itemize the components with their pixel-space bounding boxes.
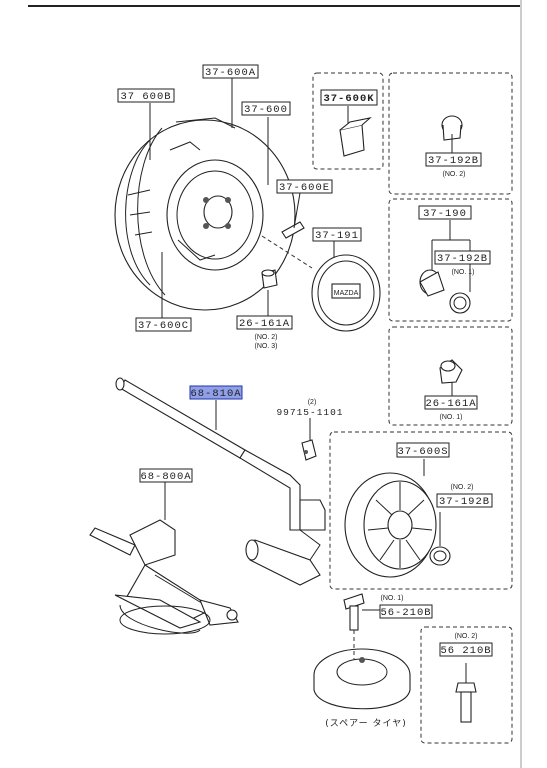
part-label-56-210B-no2: (NO. 2) 56 210B	[439, 633, 493, 657]
svg-text:37-600K: 37-600K	[323, 93, 374, 105]
alloy-wheel	[344, 472, 437, 578]
svg-text:(2): (2)	[308, 399, 317, 406]
svg-text:37-600: 37-600	[244, 104, 288, 116]
svg-text:(NO. 2): (NO. 2)	[255, 334, 278, 341]
option-box-37190	[388, 198, 513, 322]
lug-nut-no1	[439, 359, 463, 384]
part-label-68-810A-highlighted: 68-810A	[189, 385, 243, 400]
svg-text:37-600C: 37-600C	[138, 320, 189, 332]
hold-down-bolt-no2	[455, 682, 477, 723]
part-label-37-192B-no2: 37-192B (NO. 2)	[425, 152, 482, 178]
svg-text:(NO. 1): (NO. 1)	[381, 595, 404, 602]
wing-bolt	[301, 439, 317, 461]
svg-text:37 600B: 37 600B	[120, 91, 171, 103]
spare-tire-base	[313, 648, 411, 710]
svg-text:99715-1101: 99715-1101	[276, 407, 343, 418]
scissor-jack	[89, 519, 239, 635]
part-label-37-190: 37-190	[418, 205, 472, 220]
jack-handle	[115, 377, 326, 586]
svg-text:56 210B: 56 210B	[440, 645, 491, 657]
svg-text:(NO. 1): (NO. 1)	[440, 414, 463, 421]
part-label-56-210B-no1: (NO. 1) 56-210B	[379, 595, 433, 619]
option-box-26161A	[388, 326, 513, 426]
svg-text:37-192B: 37-192B	[428, 155, 479, 167]
part-label-37-600C: 37-600C	[135, 317, 192, 332]
svg-text:68-810A: 68-810A	[190, 388, 241, 400]
svg-text:(NO. 2): (NO. 2)	[455, 633, 478, 640]
svg-text:(NO. 3): (NO. 3)	[255, 343, 278, 350]
cap-no2-wheel	[429, 546, 451, 566]
part-label-68-800A: 68-800A	[139, 468, 193, 483]
wheel-nut	[261, 269, 278, 289]
svg-text:37-600A: 37-600A	[205, 67, 256, 79]
svg-text:68-800A: 68-800A	[140, 471, 191, 483]
part-label-37-600S: 37-600S	[396, 442, 450, 458]
svg-text:56-210B: 56-210B	[380, 607, 431, 619]
hubcap-brand-text: MAZDA	[334, 290, 359, 297]
svg-text:37-600S: 37-600S	[397, 446, 448, 458]
part-label-26-161A-no1: 26-161A (NO. 1)	[424, 395, 478, 421]
center-cap-assembly	[419, 269, 471, 314]
svg-text:37-600E: 37-600E	[279, 182, 330, 194]
part-label-37-192B-no1: 37-192B (NO. 1)	[434, 250, 491, 276]
spare-tire-caption: (スペアー タイヤ)	[325, 718, 406, 729]
svg-text:37-191: 37-191	[315, 230, 359, 242]
hub-cap: MAZDA	[311, 254, 381, 332]
part-label-37-192B-wheel: (NO. 2) 37-192B	[436, 484, 493, 508]
part-label-37-600B: 37 600B	[117, 88, 175, 103]
svg-text:(NO. 2): (NO. 2)	[443, 171, 466, 178]
part-label-37-600: 37-600	[241, 101, 291, 116]
balance-weight-part	[339, 117, 372, 157]
option-box-37192B-no2	[388, 72, 513, 195]
part-label-37-600K: 37-600K	[320, 89, 378, 106]
cap-no2	[441, 115, 463, 141]
part-label-37-191: 37-191	[312, 227, 362, 242]
option-box-37600K	[312, 72, 384, 170]
svg-text:26-161A: 26-161A	[425, 398, 476, 410]
spare-tire	[114, 117, 296, 311]
part-label-99715-1101: (2) 99715-1101	[276, 399, 343, 418]
hold-down-bolt	[343, 593, 365, 660]
part-label-37-600E: 37-600E	[276, 179, 333, 194]
svg-text:(NO. 2): (NO. 2)	[451, 484, 474, 491]
svg-text:(NO. 1): (NO. 1)	[452, 269, 475, 276]
svg-text:26-161A: 26-161A	[239, 318, 290, 330]
option-box-37600S	[329, 431, 513, 590]
svg-text:37-192B: 37-192B	[439, 496, 490, 508]
part-label-37-600A: 37-600A	[202, 64, 259, 79]
option-box-56210B	[420, 626, 513, 744]
part-label-26-161A-top: 26-161A (NO. 2) (NO. 3)	[236, 315, 293, 350]
svg-text:37-192B: 37-192B	[437, 253, 488, 265]
svg-text:37-190: 37-190	[423, 208, 467, 220]
